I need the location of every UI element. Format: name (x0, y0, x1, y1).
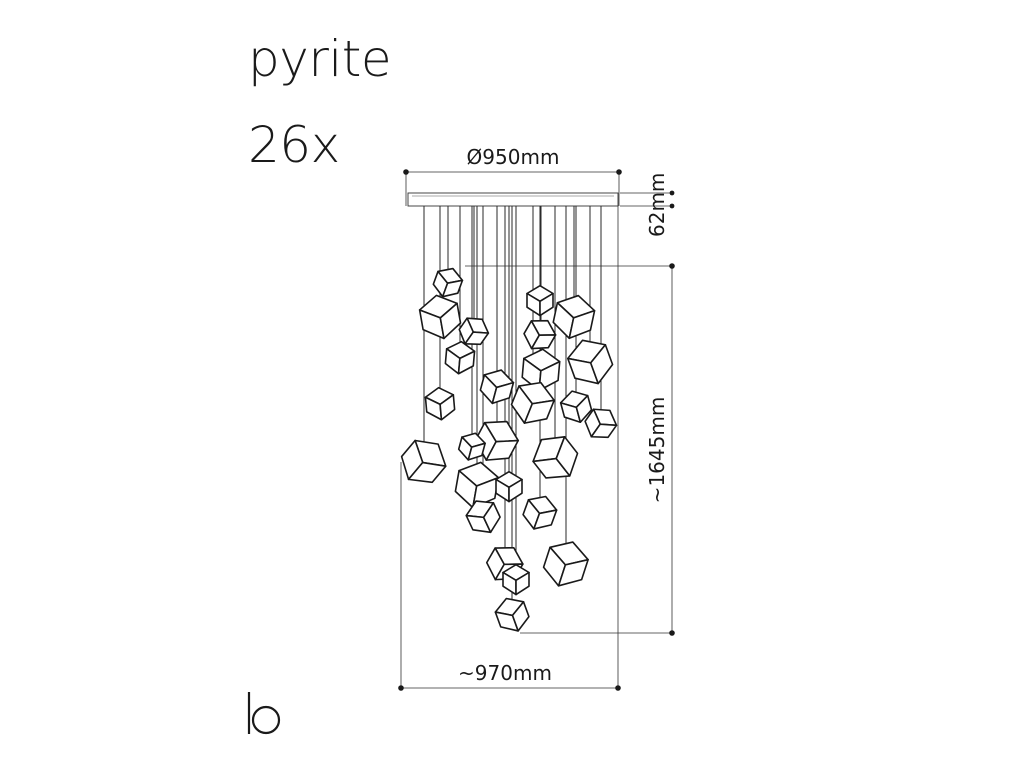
pendant-cube-4 (444, 340, 476, 375)
pendant-cube-7 (523, 319, 557, 350)
pendant-cube-25 (494, 597, 530, 632)
pendant-cube-12 (510, 381, 555, 424)
pendant-cube-14 (584, 408, 618, 439)
width-label: ~970mm (458, 661, 552, 685)
diameter-label: Ø950mm (467, 145, 560, 169)
pendant-cube-17 (532, 436, 579, 479)
canopy-height-label: 62mm (645, 173, 669, 237)
pendant-cube-20 (465, 500, 501, 534)
diameter-dimension: Ø950mm (403, 145, 622, 206)
pendant-cube-6 (552, 294, 596, 340)
pendant-cube-10 (479, 369, 515, 405)
product-name: pyrite (248, 30, 392, 88)
pendant-cubes (400, 267, 618, 632)
pendant-cube-15 (400, 439, 447, 484)
width-dimension: ~970mm (398, 206, 621, 691)
piece-count: 26x (248, 116, 340, 174)
pendant-cube-21 (522, 495, 558, 530)
brand-logo-icon (247, 692, 281, 735)
pendant-cube-11 (424, 386, 456, 421)
pendant-cube-1 (432, 267, 464, 298)
pendant-cube-19 (495, 470, 523, 503)
pendant-cube-13 (559, 390, 593, 424)
pendant-cube-24 (502, 563, 530, 596)
drop-height-label: ~1645mm (645, 397, 669, 504)
pendant-cube-8 (566, 339, 614, 385)
pendant-cube-23 (542, 541, 589, 587)
drop-height-dimension: ~1645mm (465, 263, 675, 636)
pendant-cube-26 (457, 432, 486, 461)
pendant-cube-16 (474, 420, 520, 461)
pendant-cube-5 (526, 284, 554, 317)
canopy (407, 192, 619, 207)
canopy-height-dimension: 62mm (620, 173, 675, 237)
pendant-cube-2 (418, 294, 462, 340)
